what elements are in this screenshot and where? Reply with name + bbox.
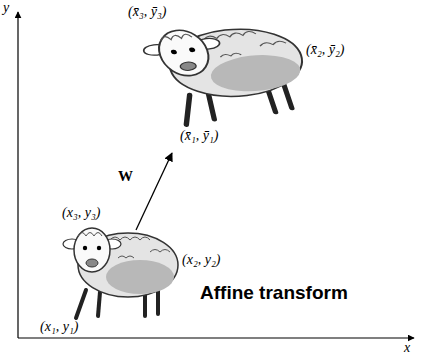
point-label: (x₂, y₂)	[182, 252, 221, 267]
figure-title: Affine transform	[200, 283, 348, 304]
point-label: (x̄₂, ȳ₂)	[306, 42, 345, 57]
point-label: (x₃, y₃)	[62, 205, 101, 220]
axis-label: x	[404, 340, 410, 355]
matrix-label: W	[118, 168, 133, 185]
original-sheep	[63, 228, 178, 318]
point-label: (x̄₃, ȳ₃)	[128, 4, 167, 19]
point-label: (x₁, y₁)	[40, 319, 79, 334]
y-axis	[17, 12, 18, 338]
axis-label: y	[3, 0, 9, 15]
x-axis	[18, 337, 414, 338]
transformed-sheep	[138, 17, 319, 126]
point-label: (x̄₁, ȳ₁)	[180, 128, 219, 143]
transform-arrow	[136, 153, 172, 230]
